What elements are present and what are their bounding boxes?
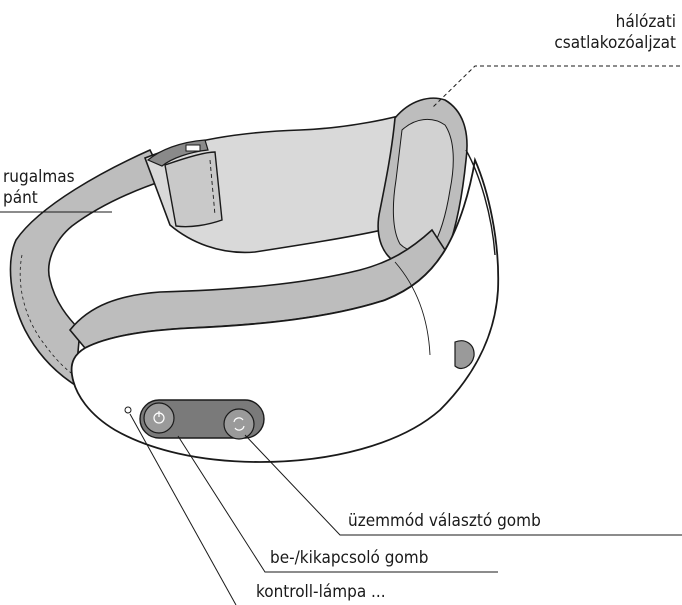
label-network-socket: hálózati csatlakozóaljzat	[554, 12, 676, 54]
label-mode-button: üzemmód választó gomb	[348, 511, 541, 532]
label-control-lamp: kontroll-lámpa ...	[256, 582, 386, 603]
mode-button[interactable]	[224, 409, 254, 439]
label-elastic-strap-line2: pánt	[3, 188, 75, 209]
label-network-socket-line1: hálózati	[554, 12, 676, 33]
label-power-button: be-/kikapcsoló gomb	[270, 548, 428, 569]
label-elastic-strap-line1: rugalmas	[3, 167, 75, 188]
label-network-socket-line2: csatlakozóaljzat	[554, 33, 676, 54]
control-lamp	[125, 407, 131, 413]
strap-buckle-slot	[186, 145, 200, 151]
leader-network-socket	[432, 66, 680, 108]
power-button[interactable]	[144, 403, 174, 433]
label-elastic-strap: rugalmas pánt	[3, 167, 75, 209]
strap-flap	[165, 152, 222, 227]
